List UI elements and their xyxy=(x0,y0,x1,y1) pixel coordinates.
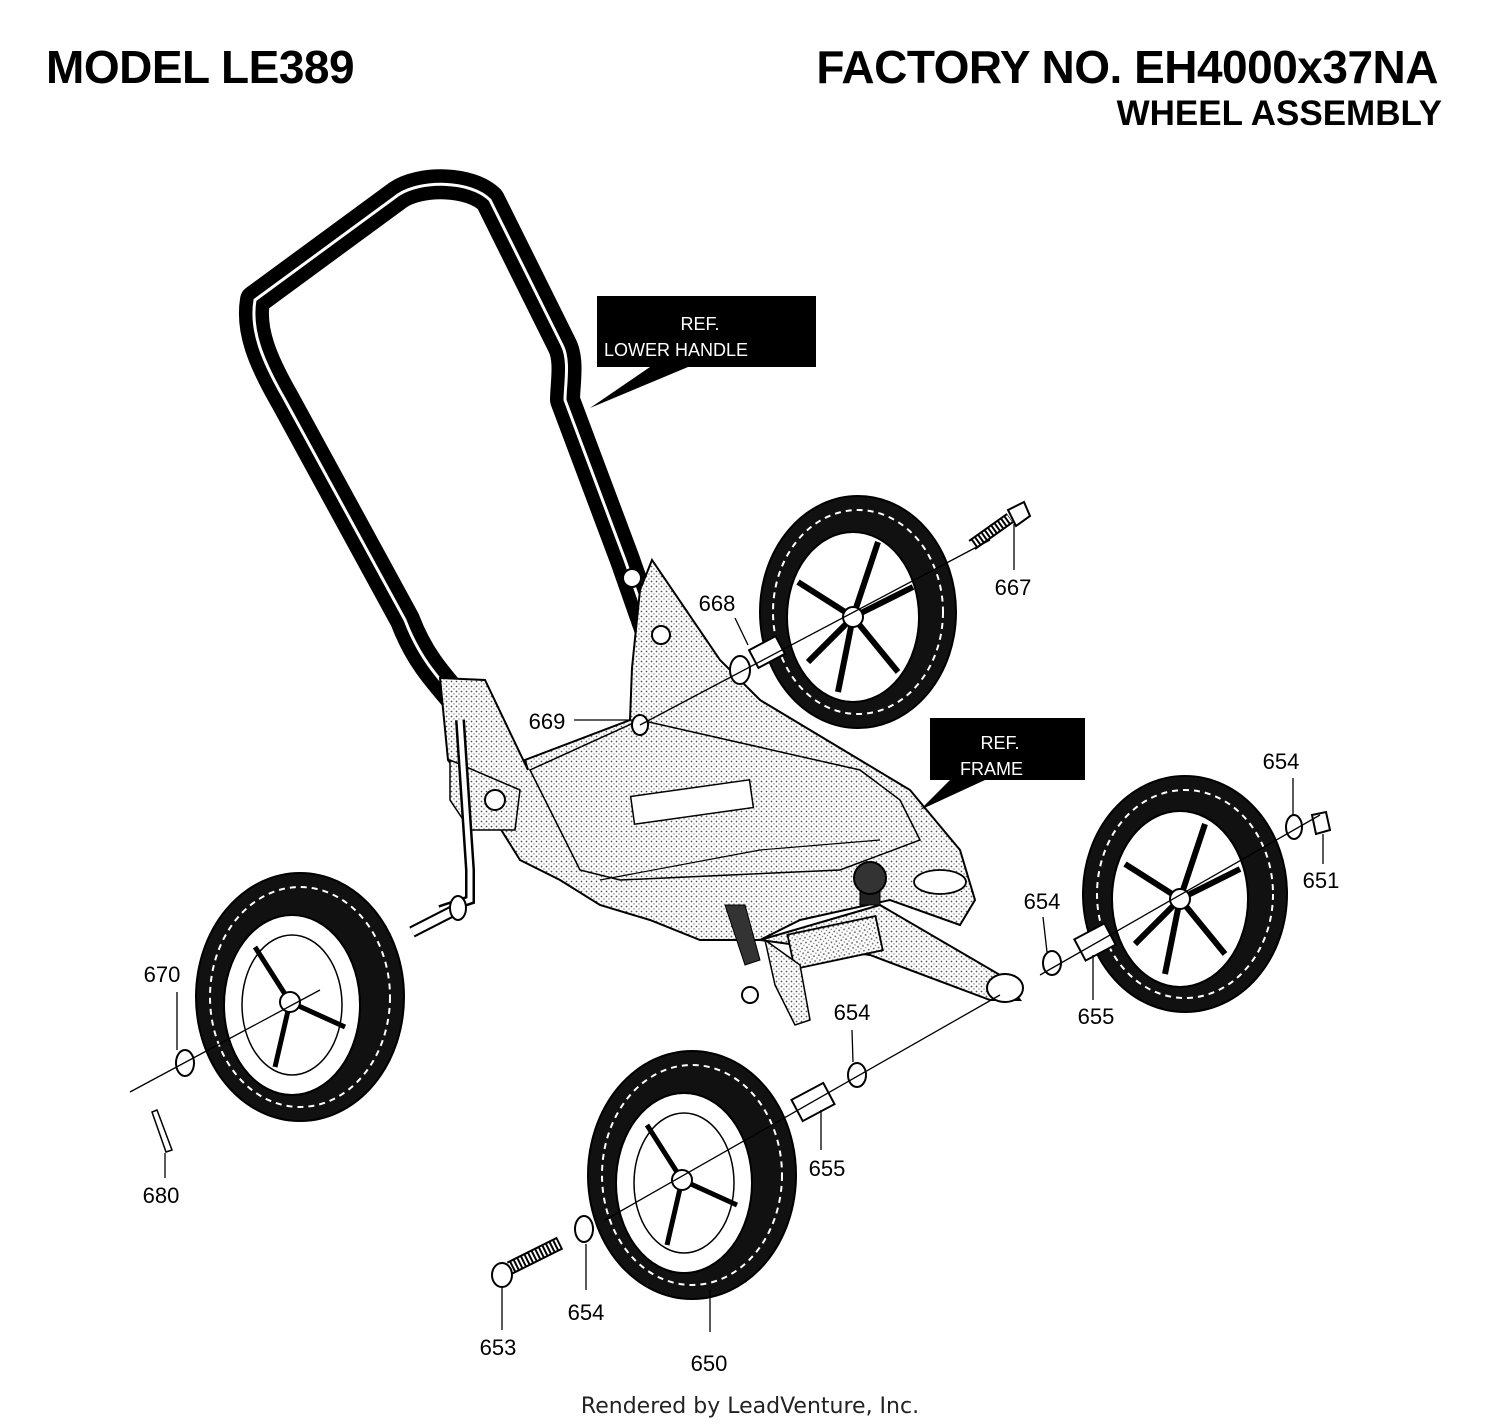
part-label-654-bottom: 654 xyxy=(568,1300,605,1325)
callout-lower-handle-label: LOWER HANDLE xyxy=(604,340,748,360)
callout-frame-label: FRAME xyxy=(960,759,1023,779)
callout-lower-handle-ref: REF. xyxy=(680,314,719,334)
wheel-rear-left xyxy=(195,872,405,1122)
axle-centerlines xyxy=(129,539,1321,1221)
wheel-front-left xyxy=(587,1050,797,1300)
part-label-654-right: 654 xyxy=(1024,889,1061,914)
callout-frame: REF. FRAME xyxy=(920,718,1085,810)
part-label-654-mid: 654 xyxy=(834,1000,871,1025)
part-label-655-right: 655 xyxy=(1078,1004,1115,1029)
part-label-650: 650 xyxy=(691,1351,728,1376)
model-title: MODEL LE389 xyxy=(46,41,355,93)
hardware-parts xyxy=(151,500,1332,1288)
leader-lines xyxy=(164,524,1324,1332)
part-label-653: 653 xyxy=(480,1335,517,1360)
wheel-front-right xyxy=(1082,775,1288,1013)
part-label-654-top: 654 xyxy=(1263,749,1300,774)
part-labels: 667 668 669 654 651 654 655 654 670 680 … xyxy=(143,575,1340,1376)
part-label-667: 667 xyxy=(995,575,1032,600)
wheel-rear-right xyxy=(759,495,957,729)
part-label-651: 651 xyxy=(1303,868,1340,893)
part-label-670: 670 xyxy=(144,962,181,987)
lower-handle xyxy=(238,169,675,730)
footer-credit: Rendered by LeadVenture, Inc. xyxy=(580,1394,920,1419)
factory-number-title: FACTORY NO. EH4000x37NA xyxy=(816,41,1438,93)
front-axle-assembly xyxy=(724,861,1024,1026)
part-label-680: 680 xyxy=(143,1183,180,1208)
part-label-669: 669 xyxy=(529,709,566,734)
callout-lower-handle: REF. LOWER HANDLE xyxy=(590,296,816,408)
section-title: WHEEL ASSEMBLY xyxy=(1116,94,1442,133)
part-label-655-front: 655 xyxy=(809,1156,846,1181)
callout-frame-ref: REF. xyxy=(980,733,1019,753)
frame xyxy=(438,557,977,941)
part-label-668: 668 xyxy=(699,591,736,616)
